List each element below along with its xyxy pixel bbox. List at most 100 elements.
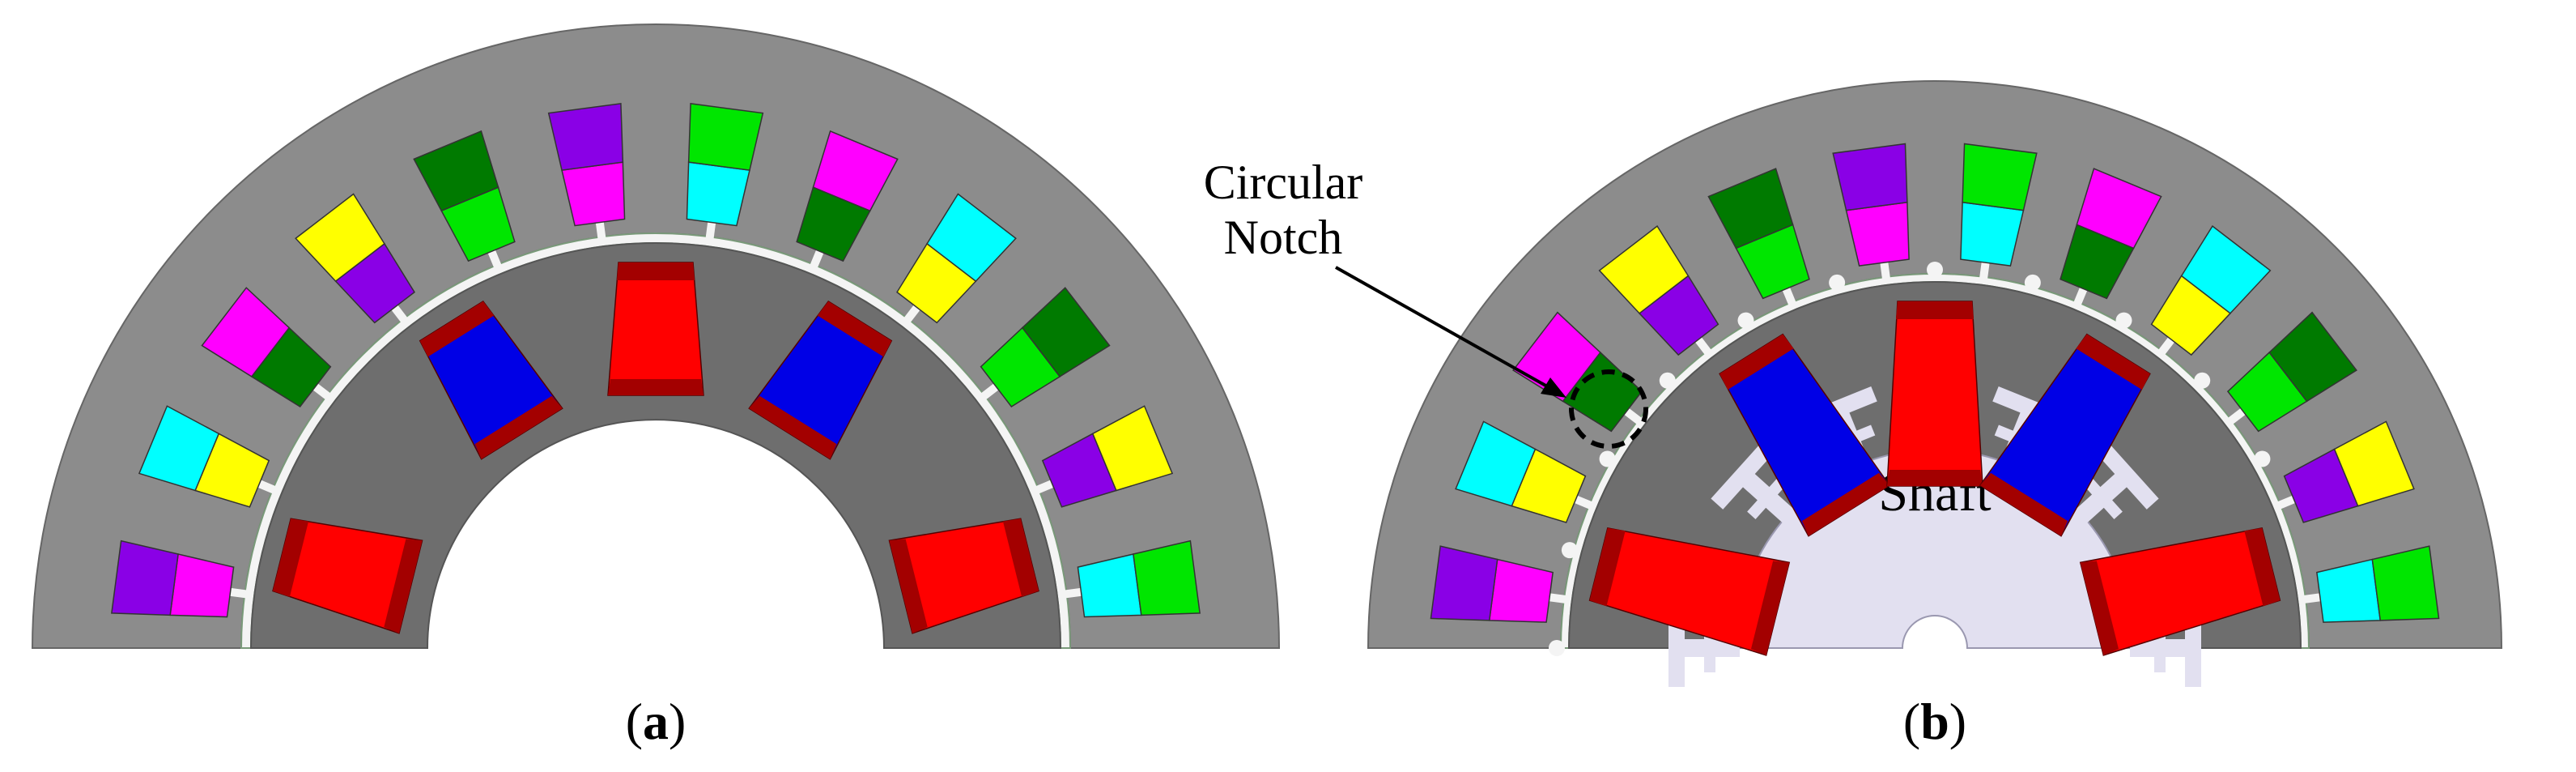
- magnet-end-inner: [1979, 472, 2068, 536]
- magnet-end-inner: [889, 539, 928, 633]
- panel-b-motor: Shaft: [1367, 80, 2503, 687]
- coil-outer: [138, 405, 220, 492]
- magnet-end-outer: [1719, 334, 1794, 390]
- slot-opening: [1694, 337, 1713, 356]
- stator-slot-coil: [1034, 405, 1174, 508]
- stator-slot-coil: [1430, 545, 1568, 623]
- coil-outer: [413, 130, 499, 212]
- rotor-magnet: [1886, 301, 1983, 487]
- magnet-end-inner: [1750, 561, 1790, 655]
- stator-slot-coil: [2060, 168, 2162, 307]
- magnet-end-outer: [1002, 518, 1039, 597]
- slot-opening: [2226, 407, 2246, 426]
- slot-opening: [1034, 480, 1054, 495]
- stator-slot-coil: [1455, 420, 1594, 523]
- coil-outer: [2180, 225, 2272, 314]
- magnet-end-inner: [749, 395, 837, 459]
- slot-opening: [229, 587, 249, 599]
- rotor-magnet: [272, 518, 423, 634]
- stator-slot-coil: [2302, 545, 2440, 623]
- stator-slot-coil: [138, 405, 278, 508]
- slot-opening: [1782, 287, 1797, 307]
- slot-opening: [2302, 593, 2321, 604]
- coil-outer: [1832, 143, 1908, 211]
- coil-outer: [2076, 168, 2162, 250]
- magnet-end-outer: [273, 518, 309, 597]
- magnet-end-inner: [2080, 561, 2119, 655]
- notch-callout-arrow: [1335, 266, 1555, 392]
- coil-outer: [295, 193, 385, 283]
- stator-slot-coil: [1063, 540, 1201, 618]
- shaft-rib-cap: [1711, 441, 1775, 510]
- coil-outer: [1430, 545, 1498, 621]
- slot-opening: [1549, 593, 1568, 604]
- slot-opening: [903, 305, 920, 325]
- magnet-end-outer: [2244, 527, 2281, 607]
- slot-opening: [1063, 587, 1082, 599]
- panel-a-label: (a): [626, 693, 687, 750]
- stator-slot-coil: [111, 540, 249, 618]
- slot-opening: [2276, 495, 2296, 510]
- rotor-magnet: [2079, 527, 2281, 656]
- slot-opening: [1880, 262, 1891, 281]
- magnet-end-inner: [1801, 472, 1890, 536]
- coil-outer: [201, 287, 291, 377]
- rotor-magnet: [1588, 527, 1791, 656]
- slot-opening: [2157, 337, 2175, 356]
- stator-slot-coil: [2226, 311, 2357, 433]
- stator-slot-coil: [979, 287, 1111, 407]
- slot-opening: [809, 250, 824, 270]
- circular-notch: [1659, 372, 1676, 389]
- stator-slot-coil: [547, 103, 626, 241]
- magnet-end-inner: [608, 379, 704, 395]
- coil-outer: [812, 130, 899, 212]
- stator-slot-coil: [2276, 420, 2415, 523]
- slot-opening: [979, 383, 999, 401]
- coil-outer: [687, 103, 764, 171]
- stator-slot-coil: [896, 193, 1017, 325]
- stator-slot-coil: [796, 130, 899, 270]
- coil-outer: [547, 103, 624, 171]
- circular-notch: [2254, 450, 2271, 467]
- circular-notch: [2115, 312, 2132, 329]
- shaft-rib-cap: [2094, 441, 2159, 510]
- stator-slot-coil: [2150, 225, 2272, 356]
- rotor-magnet: [1979, 333, 2151, 537]
- coil-outer: [2371, 545, 2440, 621]
- coil-outer: [1962, 143, 2038, 211]
- shaft-rib-bar: [1747, 476, 1788, 519]
- slot-opening: [487, 250, 503, 270]
- circular-notch: [1561, 542, 1578, 559]
- slot-opening: [257, 480, 278, 495]
- stator-slot-coil: [686, 103, 764, 241]
- magnet-end-outer: [617, 262, 695, 280]
- circular-notch: [1599, 450, 1616, 467]
- notch-callout-line2: Notch: [1224, 211, 1343, 264]
- coil-outer: [1707, 168, 1794, 250]
- stator-slot-coil: [1707, 168, 1810, 307]
- stator-slot-coil: [1960, 143, 2038, 281]
- stator-slot-coil: [1832, 143, 1910, 281]
- circular-notch: [1829, 274, 1846, 291]
- rotor-magnet: [1719, 333, 1891, 537]
- slot-opening: [312, 383, 333, 401]
- magnet-end-outer: [2076, 334, 2150, 390]
- stator-slot-coil: [201, 287, 333, 407]
- stator-slot-coil: [1598, 225, 1719, 356]
- coil-outer: [1598, 225, 1690, 314]
- circular-notch: [1927, 262, 1943, 278]
- circular-notch: [2024, 274, 2041, 291]
- coil-outer: [1455, 420, 1537, 507]
- panel-a-motor: [31, 23, 1281, 649]
- slot-opening: [2072, 287, 2088, 307]
- shaft-rib-bar: [2081, 476, 2123, 519]
- magnet-end-inner: [1887, 470, 1983, 486]
- rotor-magnet: [888, 518, 1039, 634]
- circular-notch: [1737, 312, 1754, 329]
- panel-b-label: (b): [1903, 693, 1966, 750]
- stator-slot-coil: [413, 130, 516, 270]
- circular-notch: [2194, 372, 2211, 389]
- magnet-body: [1886, 301, 1983, 487]
- slot-opening: [1624, 407, 1643, 426]
- rotor-magnet: [419, 300, 563, 460]
